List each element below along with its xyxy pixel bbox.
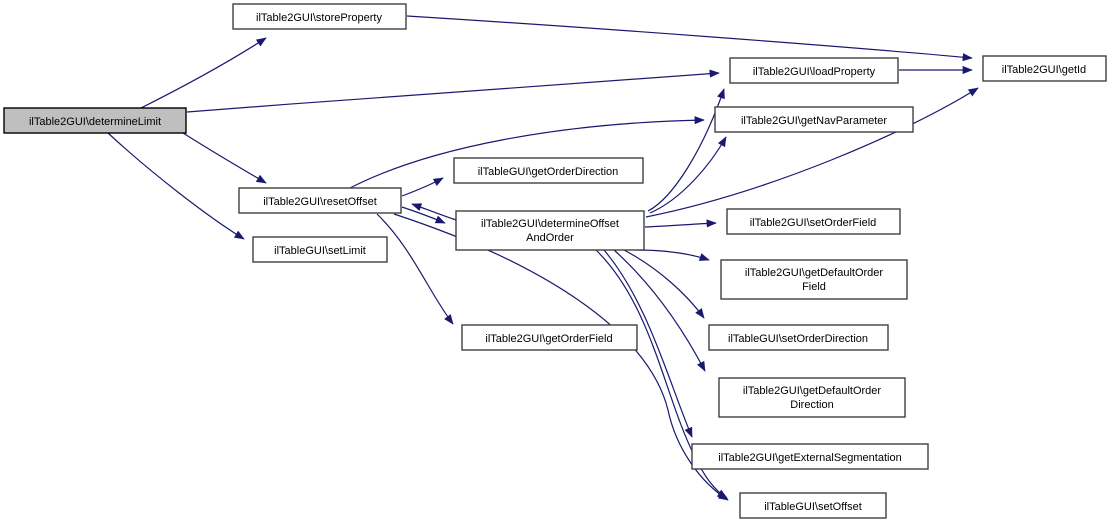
node-box[interactable] <box>238 187 402 214</box>
node-box[interactable] <box>691 443 929 470</box>
node-label: ilTable2GUI\getNavParameter <box>741 115 887 127</box>
node-setOffset[interactable]: ilTableGUI\setOffset <box>739 492 887 519</box>
edge-storeProperty-getId <box>406 15 973 62</box>
node-label: ilTable2GUI\determineLimit <box>29 116 161 128</box>
node-getOrderField[interactable]: ilTable2GUI\getOrderField <box>461 324 638 351</box>
node-box[interactable] <box>232 3 407 30</box>
node-determineOffsetAndOrder[interactable]: ilTable2GUI\determineOffset AndOrder <box>455 210 645 251</box>
node-box[interactable] <box>455 210 645 251</box>
node-label: ilTable2GUI\setOrderField <box>750 217 877 229</box>
edge-resetOffset-getOrderField <box>376 213 454 325</box>
node-label-line1: ilTable2GUI\determineOffset <box>481 218 619 230</box>
node-box[interactable] <box>982 55 1107 82</box>
node-label: ilTable2GUI\loadProperty <box>753 66 876 78</box>
edge-resetOffset-setOffset <box>393 213 729 501</box>
node-box <box>3 107 187 134</box>
node-box[interactable] <box>718 377 906 418</box>
node-getDefaultOrderField[interactable]: ilTable2GUI\getDefaultOrder Field <box>720 259 908 300</box>
node-setOrderField[interactable]: ilTable2GUI\setOrderField <box>726 208 901 235</box>
node-determineLimit: ilTable2GUI\determineLimit <box>3 107 187 134</box>
node-label: ilTableGUI\getOrderDirection <box>478 166 619 178</box>
node-box[interactable] <box>461 324 638 351</box>
node-label: ilTable2GUI\resetOffset <box>263 196 377 208</box>
edges <box>107 15 979 501</box>
node-label: ilTable2GUI\storeProperty <box>256 12 382 24</box>
node-label: ilTableGUI\setOffset <box>764 501 862 513</box>
node-getNavParameter[interactable]: ilTable2GUI\getNavParameter <box>714 106 914 133</box>
node-getExternalSegmentation[interactable]: ilTable2GUI\getExternalSegmentation <box>691 443 929 470</box>
node-label: ilTableGUI\setLimit <box>274 245 366 257</box>
edge-resetOffset-determineOffsetAndOrder <box>401 206 446 224</box>
node-resetOffset[interactable]: ilTable2GUI\resetOffset <box>238 187 402 214</box>
edge-determineOffsetAndOrder-getId <box>645 87 979 218</box>
node-getOrderDirection[interactable]: ilTableGUI\getOrderDirection <box>453 157 644 184</box>
node-getId[interactable]: ilTable2GUI\getId <box>982 55 1107 82</box>
node-loadProperty[interactable]: ilTable2GUI\loadProperty <box>729 57 899 84</box>
node-label-line1: ilTable2GUI\getDefaultOrder <box>743 385 882 397</box>
node-label-line2: Field <box>802 281 826 293</box>
node-box[interactable] <box>708 324 889 351</box>
node-setOrderDirection[interactable]: ilTableGUI\setOrderDirection <box>708 324 889 351</box>
edge-determineLimit-resetOffset <box>182 132 267 184</box>
edge-determineLimit-setLimit <box>107 132 245 240</box>
node-label: ilTableGUI\setOrderDirection <box>728 333 868 345</box>
edge-determineOffsetAndOrder-resetOffset <box>411 203 457 221</box>
edge-resetOffset-getNavParameter <box>349 116 705 189</box>
edge-determineLimit-loadProperty <box>186 69 720 113</box>
edge-determineOffsetAndOrder-setOrderField <box>644 219 717 228</box>
node-box[interactable] <box>739 492 887 519</box>
node-box[interactable] <box>729 57 899 84</box>
node-label: ilTable2GUI\getExternalSegmentation <box>718 452 901 464</box>
node-setLimit[interactable]: ilTableGUI\setLimit <box>252 236 388 263</box>
node-box[interactable] <box>720 259 908 300</box>
edge-determineOffsetAndOrder-setOffset <box>595 249 728 499</box>
node-label: ilTable2GUI\getOrderField <box>485 333 612 345</box>
node-getDefaultOrderDirection[interactable]: ilTable2GUI\getDefaultOrder Direction <box>718 377 906 418</box>
node-storeProperty[interactable]: ilTable2GUI\storeProperty <box>232 3 407 30</box>
node-label-line1: ilTable2GUI\getDefaultOrder <box>745 267 884 279</box>
edge-determineOffsetAndOrder-getDefaultOrderDirection <box>613 249 706 372</box>
node-label-line2: Direction <box>790 399 833 411</box>
edge-determineOffsetAndOrder-getNavParameter <box>649 136 727 214</box>
node-box[interactable] <box>252 236 388 263</box>
edge-determineOffsetAndOrder-getDefaultOrderField <box>635 249 710 261</box>
node-label: ilTable2GUI\getId <box>1002 64 1086 76</box>
edge-resetOffset-getOrderDirection <box>401 177 444 197</box>
edge-determineOffsetAndOrder-loadProperty <box>647 88 725 212</box>
edge-determineOffsetAndOrder-setOrderDirection <box>623 249 705 319</box>
node-box[interactable] <box>714 106 914 133</box>
edge-determineLimit-storeProperty <box>136 37 267 111</box>
node-box[interactable] <box>726 208 901 235</box>
edge-determineOffsetAndOrder-getExternalSegmentation <box>603 249 693 438</box>
node-label-line2: AndOrder <box>526 232 574 244</box>
node-box[interactable] <box>453 157 644 184</box>
